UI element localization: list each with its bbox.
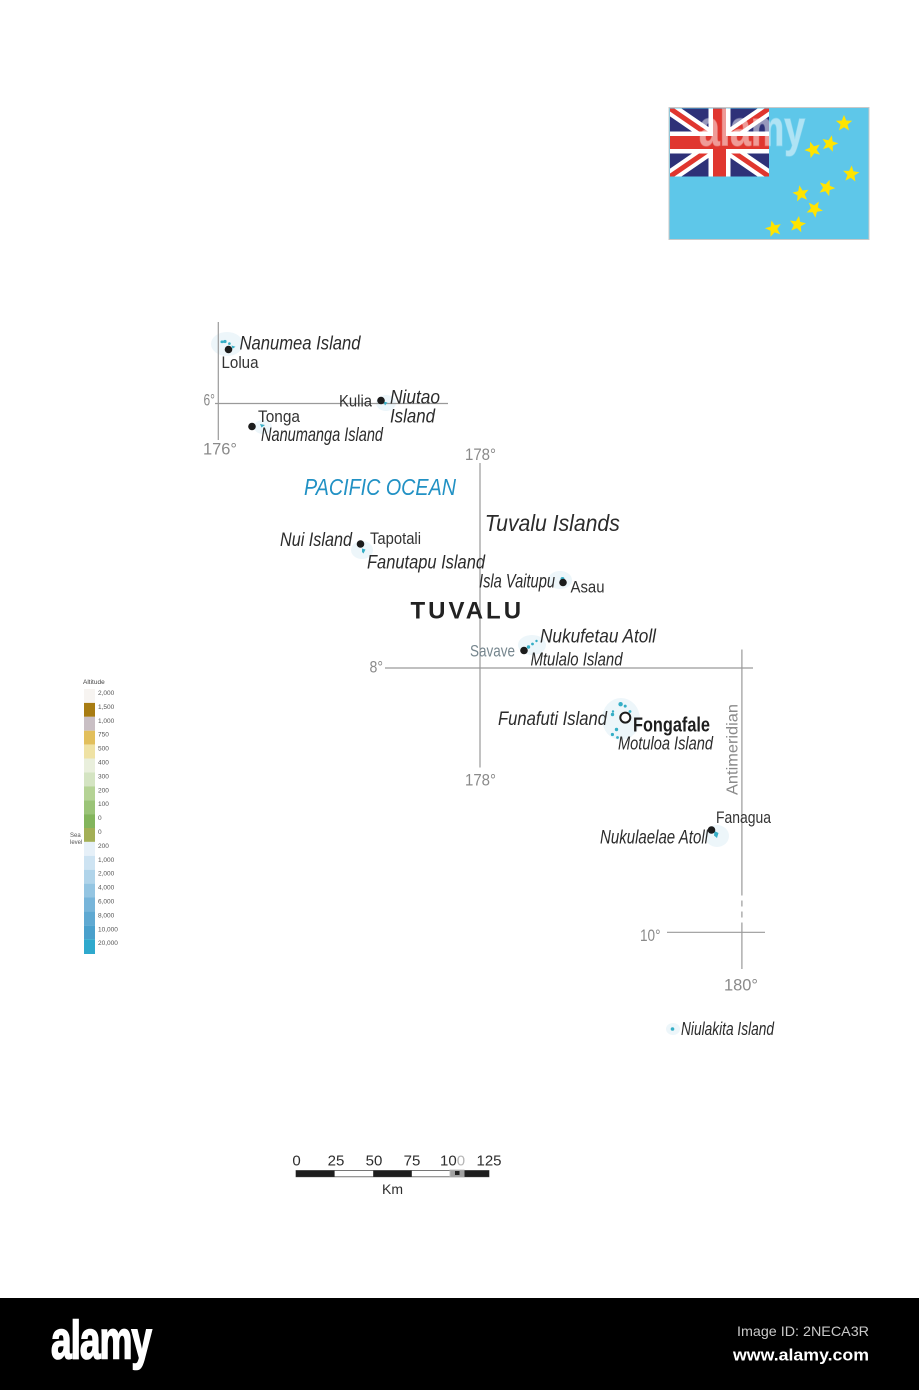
svg-text:50: 50 bbox=[366, 1153, 383, 1170]
svg-text:6°: 6° bbox=[204, 392, 216, 410]
svg-text:Tuvalu Islands: Tuvalu Islands bbox=[485, 510, 620, 536]
svg-text:PACIFIC OCEAN: PACIFIC OCEAN bbox=[304, 474, 456, 500]
svg-text:300: 300 bbox=[98, 773, 109, 780]
svg-text:Lolua: Lolua bbox=[222, 354, 260, 372]
svg-text:Savave: Savave bbox=[470, 643, 515, 661]
svg-text:125: 125 bbox=[476, 1153, 501, 1170]
svg-text:25: 25 bbox=[328, 1153, 345, 1170]
svg-text:Nui Island: Nui Island bbox=[280, 530, 353, 551]
svg-text:Antimeridian: Antimeridian bbox=[725, 704, 742, 795]
svg-text:500: 500 bbox=[98, 746, 109, 753]
svg-text:Image ID: 2NECA3R: Image ID: 2NECA3R bbox=[737, 1323, 869, 1339]
svg-text:100: 100 bbox=[98, 801, 109, 808]
svg-text:0: 0 bbox=[292, 1153, 300, 1170]
svg-text:Tonga: Tonga bbox=[258, 408, 301, 426]
svg-text:Niutao: Niutao bbox=[390, 388, 440, 409]
svg-text:176°: 176° bbox=[203, 441, 237, 459]
svg-text:Kulia: Kulia bbox=[339, 393, 373, 411]
svg-text:100: 100 bbox=[440, 1153, 465, 1170]
svg-text:Mtulalo Island: Mtulalo Island bbox=[531, 649, 624, 670]
svg-text:Km: Km bbox=[382, 1181, 403, 1197]
svg-text:Tapotali: Tapotali bbox=[370, 530, 421, 548]
svg-text:8,000: 8,000 bbox=[98, 912, 115, 919]
svg-text:Niulakita Island: Niulakita Island bbox=[681, 1019, 775, 1039]
svg-text:200: 200 bbox=[98, 843, 109, 850]
svg-text:750: 750 bbox=[98, 732, 109, 739]
svg-text:www.alamy.com: www.alamy.com bbox=[732, 1347, 869, 1365]
svg-text:alamy: alamy bbox=[51, 1311, 152, 1371]
svg-text:1,000: 1,000 bbox=[98, 718, 115, 725]
svg-text:178°: 178° bbox=[465, 772, 496, 790]
svg-text:TUVALU: TUVALU bbox=[411, 598, 525, 625]
svg-text:Motuloa Island: Motuloa Island bbox=[618, 733, 714, 754]
svg-text:10°: 10° bbox=[640, 927, 661, 945]
svg-text:Fanagua: Fanagua bbox=[716, 809, 772, 827]
svg-text:Nukulaelae Atoll: Nukulaelae Atoll bbox=[600, 828, 709, 849]
svg-text:Nukufetau Atoll: Nukufetau Atoll bbox=[540, 627, 657, 648]
svg-text:Sea: Sea bbox=[70, 833, 81, 839]
svg-text:Asau: Asau bbox=[571, 579, 605, 597]
svg-text:178°: 178° bbox=[465, 446, 496, 464]
svg-text:8°: 8° bbox=[370, 659, 384, 677]
svg-text:4,000: 4,000 bbox=[98, 885, 115, 892]
svg-text:Nanumea Island: Nanumea Island bbox=[240, 334, 362, 355]
svg-text:6,000: 6,000 bbox=[98, 899, 115, 906]
svg-text:level: level bbox=[70, 840, 82, 846]
svg-text:Funafuti Island: Funafuti Island bbox=[498, 709, 608, 730]
svg-text:Nanumanga Island: Nanumanga Island bbox=[261, 425, 384, 446]
svg-text:2,000: 2,000 bbox=[98, 871, 115, 878]
svg-text:Fongafale: Fongafale bbox=[633, 715, 710, 737]
svg-text:0: 0 bbox=[98, 829, 102, 836]
svg-text:1,500: 1,500 bbox=[98, 704, 115, 711]
svg-text:Fanutapu Island: Fanutapu Island bbox=[367, 553, 486, 574]
svg-text:200: 200 bbox=[98, 787, 109, 794]
svg-text:1,000: 1,000 bbox=[98, 857, 115, 864]
svg-text:400: 400 bbox=[98, 760, 109, 767]
svg-text:Isla Vaitupu: Isla Vaitupu bbox=[479, 572, 555, 593]
svg-text:0: 0 bbox=[98, 815, 102, 822]
svg-text:Island: Island bbox=[390, 406, 436, 427]
svg-text:10,000: 10,000 bbox=[98, 926, 118, 933]
svg-text:20,000: 20,000 bbox=[98, 940, 118, 947]
svg-text:75: 75 bbox=[404, 1153, 421, 1170]
svg-text:Altitude: Altitude bbox=[83, 679, 105, 686]
svg-text:alamy: alamy bbox=[699, 101, 805, 157]
svg-text:180°: 180° bbox=[724, 977, 758, 995]
svg-text:2,000: 2,000 bbox=[98, 690, 115, 697]
